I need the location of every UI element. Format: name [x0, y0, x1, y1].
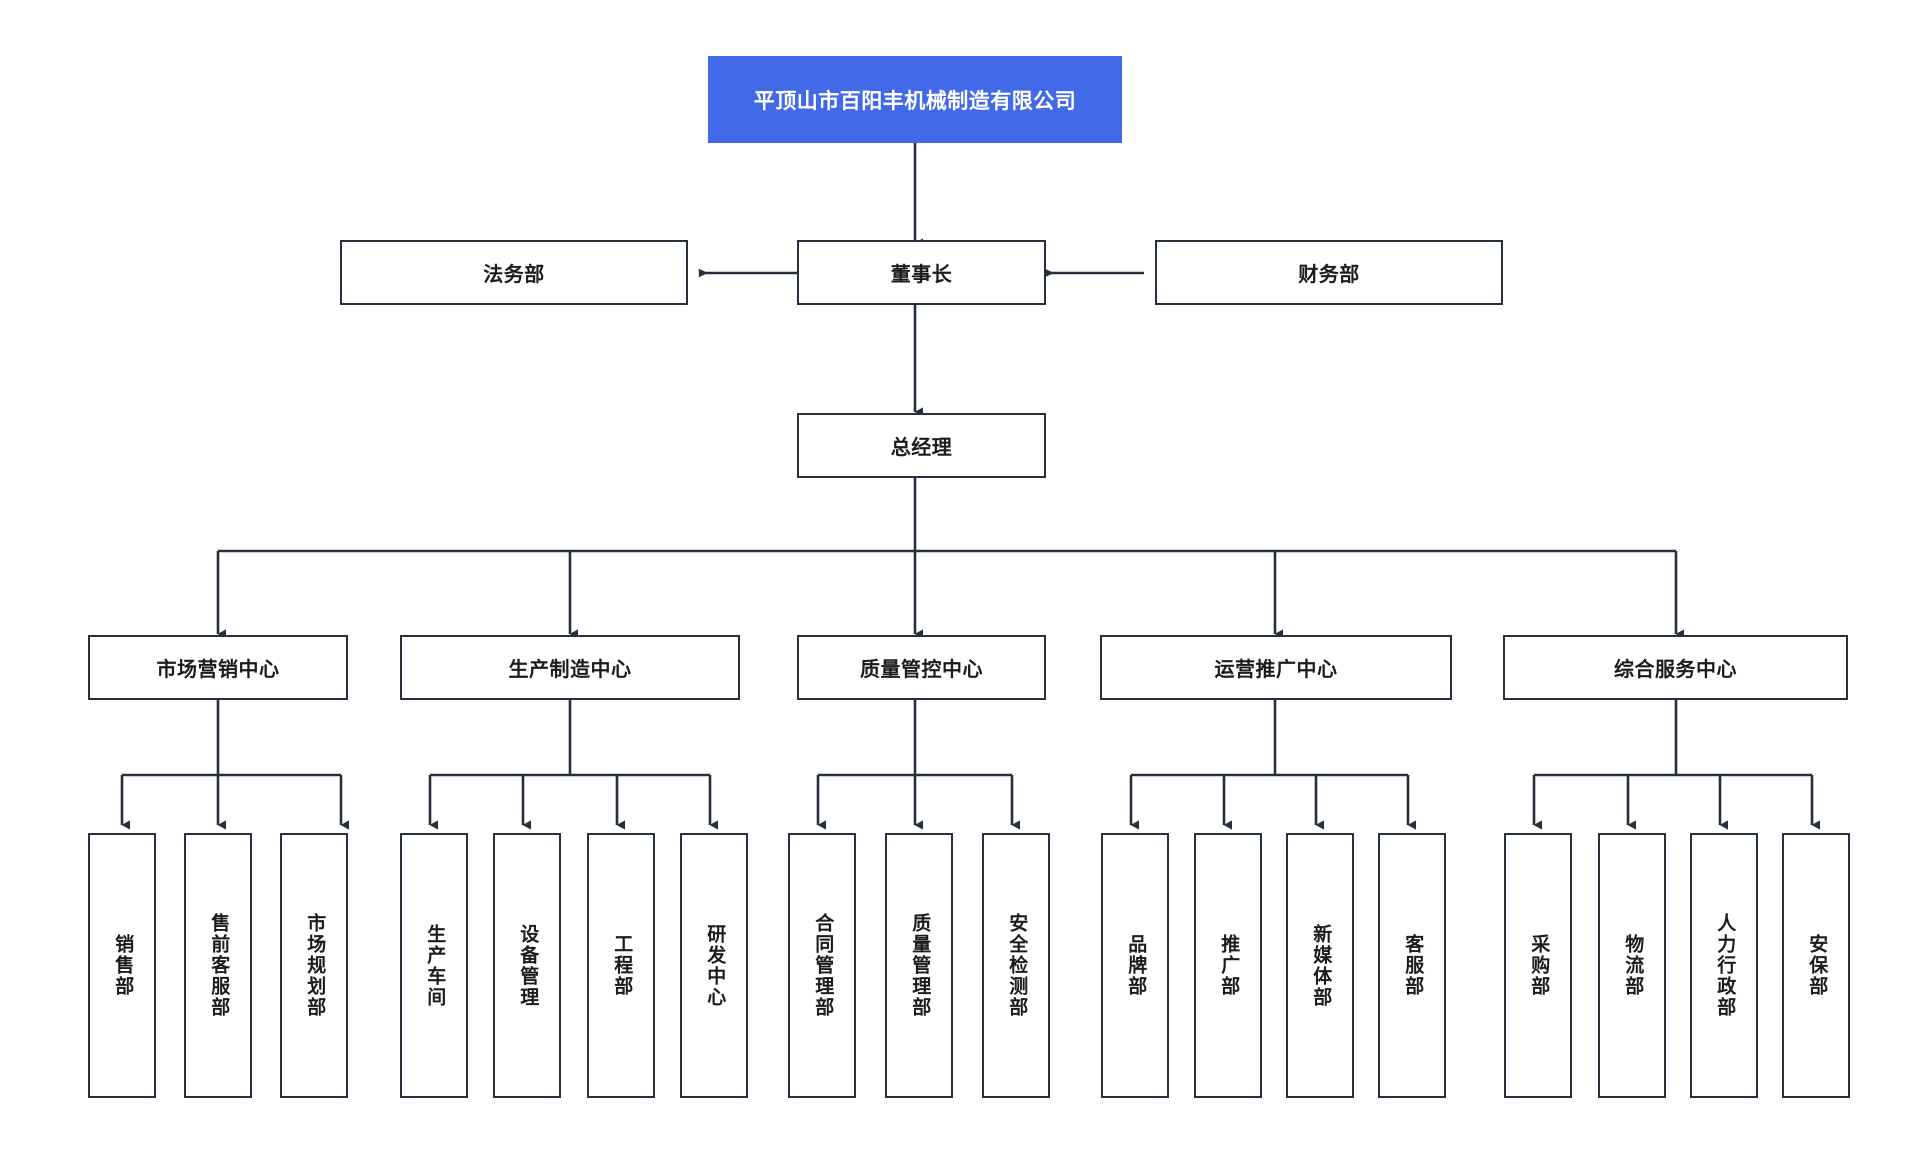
node-dept-quality-management-label: 质量管理部 — [909, 913, 931, 1018]
node-dept-presales-service-label: 售前客服部 — [208, 913, 230, 1018]
node-dept-rnd-center-label: 研发中心 — [704, 923, 726, 1008]
node-legal-department-label: 法务部 — [483, 264, 545, 286]
node-dept-logistics[interactable]: 物流部 — [1598, 833, 1666, 1098]
node-dept-contract-management-label: 合同管理部 — [812, 913, 834, 1018]
node-center-manufacturing[interactable]: 生产制造中心 — [400, 635, 740, 700]
node-legal-department[interactable]: 法务部 — [340, 240, 688, 305]
node-dept-new-media-label: 新媒体部 — [1310, 923, 1332, 1008]
node-center-operations[interactable]: 运营推广中心 — [1100, 635, 1452, 700]
company-root-label: 平顶山市百阳丰机械制造有限公司 — [753, 89, 1077, 113]
node-dept-safety-inspection-label: 安全检测部 — [1006, 913, 1028, 1018]
node-dept-production-workshop[interactable]: 生产车间 — [400, 833, 468, 1098]
node-center-operations-label: 运营推广中心 — [1214, 659, 1338, 681]
node-center-manufacturing-label: 生产制造中心 — [508, 659, 632, 681]
node-dept-sales[interactable]: 销售部 — [88, 833, 156, 1098]
node-dept-market-planning[interactable]: 市场规划部 — [280, 833, 348, 1098]
node-dept-contract-management[interactable]: 合同管理部 — [788, 833, 856, 1098]
node-dept-engineering[interactable]: 工程部 — [587, 833, 655, 1098]
node-dept-security-label: 安保部 — [1806, 934, 1828, 997]
node-dept-new-media[interactable]: 新媒体部 — [1286, 833, 1354, 1098]
node-dept-brand[interactable]: 品牌部 — [1101, 833, 1169, 1098]
node-dept-customer-service-label: 客服部 — [1402, 934, 1424, 997]
node-dept-promotion[interactable]: 推广部 — [1194, 833, 1262, 1098]
node-dept-presales-service[interactable]: 售前客服部 — [184, 833, 252, 1098]
node-center-quality[interactable]: 质量管控中心 — [797, 635, 1046, 700]
node-dept-promotion-label: 推广部 — [1218, 934, 1240, 997]
node-dept-equipment-management[interactable]: 设备管理 — [493, 833, 561, 1098]
node-finance-department-label: 财务部 — [1298, 264, 1360, 286]
node-dept-hr-admin[interactable]: 人力行政部 — [1690, 833, 1758, 1098]
node-dept-security[interactable]: 安保部 — [1782, 833, 1850, 1098]
node-dept-quality-management[interactable]: 质量管理部 — [885, 833, 953, 1098]
node-dept-market-planning-label: 市场规划部 — [304, 913, 326, 1018]
node-general-manager[interactable]: 总经理 — [797, 413, 1046, 478]
node-center-general-services-label: 综合服务中心 — [1614, 659, 1737, 681]
node-dept-procurement[interactable]: 采购部 — [1504, 833, 1572, 1098]
node-dept-hr-admin-label: 人力行政部 — [1714, 913, 1736, 1018]
node-center-general-services[interactable]: 综合服务中心 — [1503, 635, 1848, 700]
node-finance-department[interactable]: 财务部 — [1155, 240, 1503, 305]
node-dept-safety-inspection[interactable]: 安全检测部 — [982, 833, 1050, 1098]
company-root-node[interactable]: 平顶山市百阳丰机械制造有限公司 — [708, 56, 1122, 143]
node-center-marketing[interactable]: 市场营销中心 — [88, 635, 348, 700]
node-dept-logistics-label: 物流部 — [1622, 934, 1644, 997]
node-dept-brand-label: 品牌部 — [1125, 934, 1147, 997]
node-dept-customer-service[interactable]: 客服部 — [1378, 833, 1446, 1098]
node-center-marketing-label: 市场营销中心 — [156, 659, 280, 681]
node-dept-engineering-label: 工程部 — [611, 934, 633, 997]
node-chairman-label: 董事长 — [890, 264, 953, 286]
node-dept-equipment-management-label: 设备管理 — [517, 923, 539, 1008]
node-center-quality-label: 质量管控中心 — [860, 659, 983, 681]
node-general-manager-label: 总经理 — [890, 437, 953, 459]
node-chairman[interactable]: 董事长 — [797, 240, 1046, 305]
node-dept-rnd-center[interactable]: 研发中心 — [680, 833, 748, 1098]
node-dept-sales-label: 销售部 — [112, 934, 134, 997]
node-dept-procurement-label: 采购部 — [1528, 934, 1550, 997]
node-dept-production-workshop-label: 生产车间 — [424, 923, 446, 1008]
